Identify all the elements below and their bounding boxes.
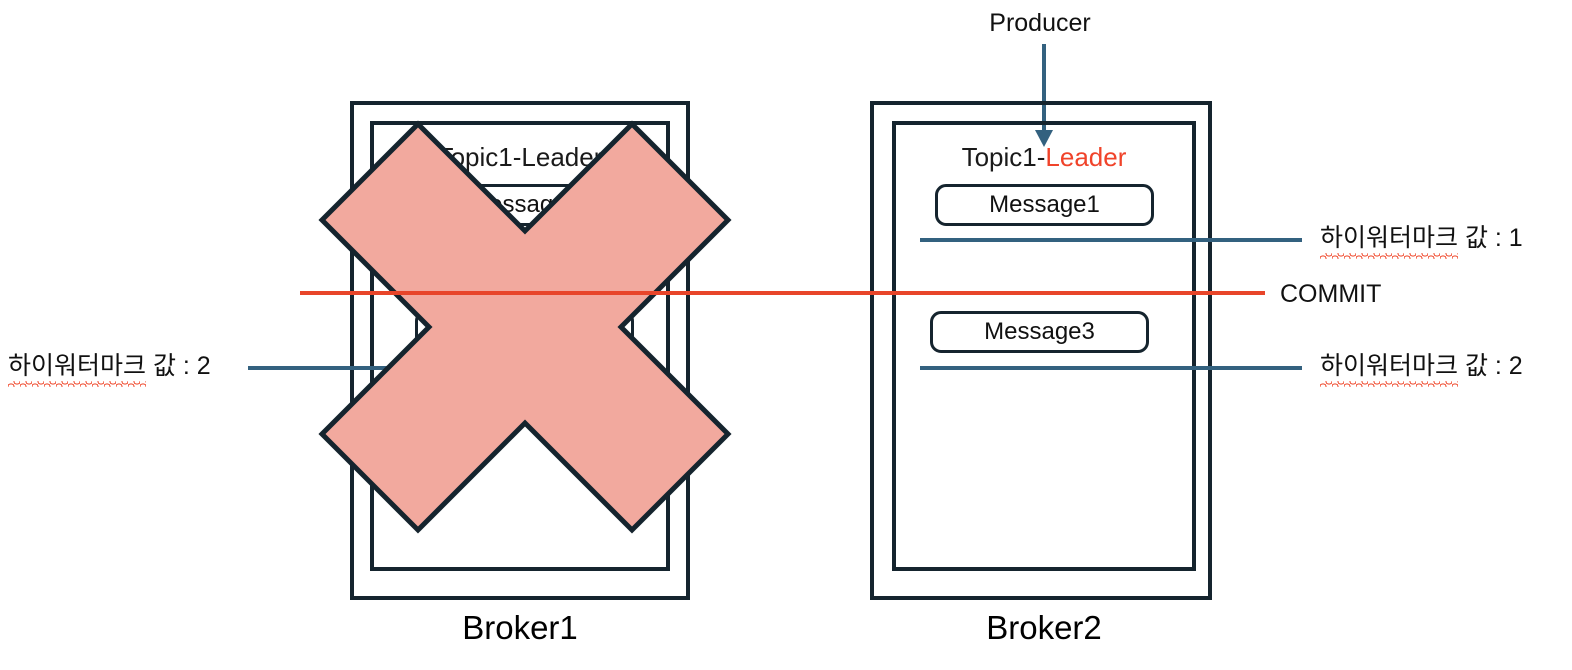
broker2-message-box-1[interactable]: Message1 <box>935 184 1154 226</box>
broker2-outer-box <box>870 101 1212 600</box>
commit-label: COMMIT <box>1280 280 1382 308</box>
arrow-down-icon <box>1035 130 1053 147</box>
broker1-hwm-value: 값 : 2 <box>146 352 211 380</box>
broker2-highwatermark-label-1: 하이워터마크 값 : 1 <box>1320 222 1523 259</box>
broker1-highwatermark-label: 하이워터마크 값 : 2 <box>8 350 211 387</box>
producer-label: Producer <box>989 9 1091 37</box>
commit-line <box>300 291 1265 295</box>
broker1-topic-name-prefix: Topic1- <box>437 142 522 172</box>
broker1-message-box-1[interactable]: Message1 <box>415 184 634 226</box>
broker2-hwm1-term: 하이워터마크 <box>1320 224 1459 259</box>
broker2-hwm2-term: 하이워터마크 <box>1320 352 1459 387</box>
broker2-topic-name-prefix: Topic1- <box>961 142 1046 172</box>
broker2-highwatermark-line-1 <box>920 238 1302 242</box>
broker1-label: Broker1 <box>462 609 578 646</box>
broker2-topic-leader-badge: Leader <box>1045 142 1127 172</box>
producer-arrow-stem <box>1042 44 1046 136</box>
broker2-hwm2-value: 값 : 2 <box>1458 352 1523 380</box>
broker1-highwatermark-line <box>248 366 634 370</box>
broker2-highwatermark-label-2: 하이워터마크 값 : 2 <box>1320 350 1523 387</box>
broker2-highwatermark-line-2 <box>920 366 1302 370</box>
broker2-topic-title: Topic1-Leader <box>896 141 1192 173</box>
broker1-hwm-term: 하이워터마크 <box>8 352 147 387</box>
broker2-label: Broker2 <box>986 609 1102 646</box>
broker2-hwm1-value: 값 : 1 <box>1458 224 1523 252</box>
broker1-message-box-2[interactable]: Message2 <box>415 310 634 353</box>
broker2-topic-box: Topic1-Leader <box>892 121 1196 571</box>
broker1-topic-title: Topic1-Leader <box>374 141 666 173</box>
broker1-topic-name-suffix: Leader <box>521 142 603 172</box>
broker2-message-box-2[interactable]: Message3 <box>930 311 1149 353</box>
